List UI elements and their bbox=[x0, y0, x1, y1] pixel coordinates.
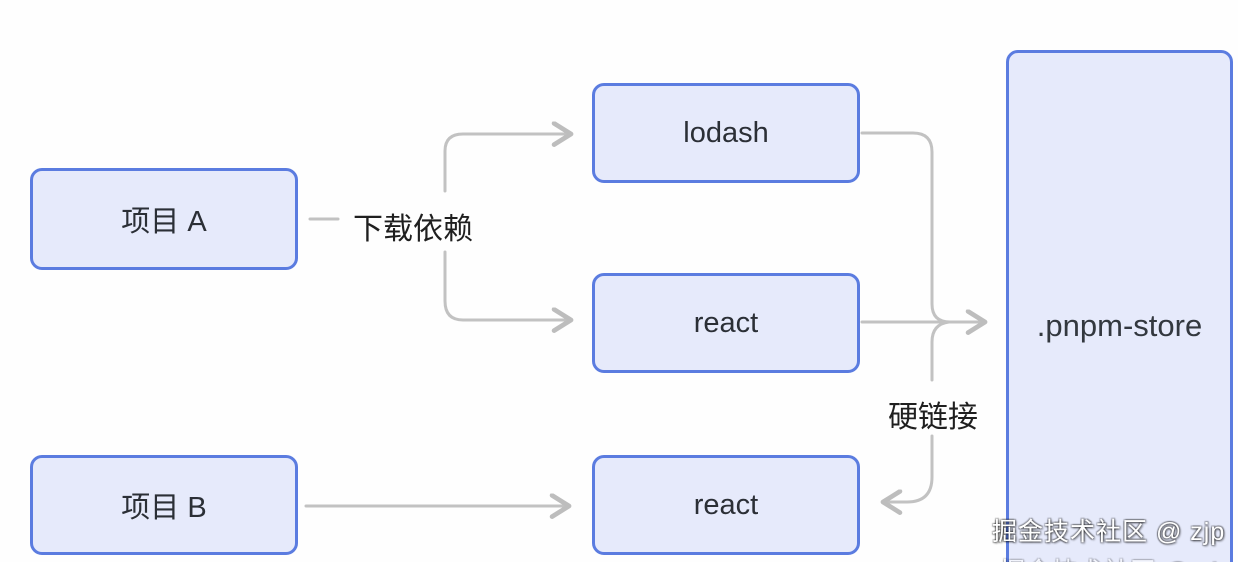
edge-hardlink-to-react-bottom bbox=[884, 434, 934, 502]
node-project-a-label: 项目 A bbox=[121, 206, 207, 238]
edge-lodash-to-junction bbox=[860, 131, 952, 324]
watermark: 掘金技术社区 @ zjp bbox=[992, 518, 1226, 546]
node-react-bottom: react bbox=[592, 455, 860, 555]
node-lodash: lodash bbox=[592, 83, 860, 183]
watermark-partial-clipped: 掘金技术社区 @ zjp bbox=[1000, 552, 1238, 562]
edge-label-hard-link: 硬链接 bbox=[888, 401, 978, 434]
node-react-bottom-label: react bbox=[693, 488, 759, 521]
node-project-b: 项目 B bbox=[30, 455, 298, 555]
edge-projectA-to-react-top bbox=[443, 250, 570, 320]
node-project-a: 项目 A bbox=[30, 168, 298, 270]
node-pnpm-store-label: .pnpm-store bbox=[1036, 308, 1203, 343]
node-react-top: react bbox=[592, 273, 860, 373]
edge-hardlink-upper bbox=[930, 320, 951, 382]
edge-projectA-to-lodash bbox=[443, 134, 570, 193]
edge-label-download-deps: 下载依赖 bbox=[353, 213, 473, 246]
node-pnpm-store: .pnpm-store bbox=[1006, 50, 1233, 562]
node-project-b-label: 项目 B bbox=[121, 492, 207, 524]
node-lodash-label: lodash bbox=[683, 116, 769, 149]
node-react-top-label: react bbox=[693, 306, 759, 339]
